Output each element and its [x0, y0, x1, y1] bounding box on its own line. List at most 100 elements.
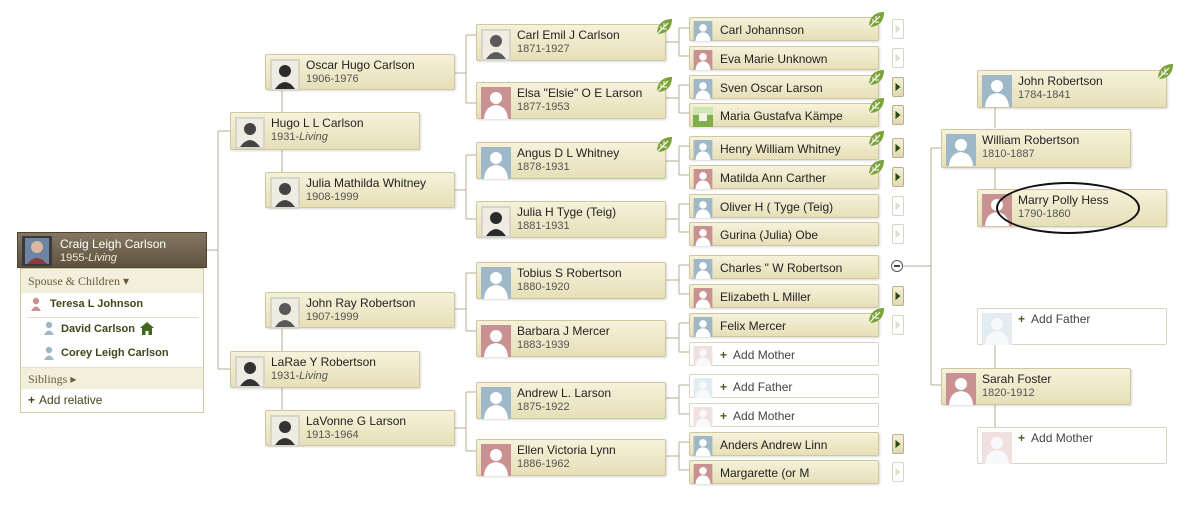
person-card-g3-15[interactable]: Anders Andrew Linn	[689, 432, 879, 456]
person-card-g3-16[interactable]: Margarette (or M	[689, 460, 879, 484]
spouse-children-toggle[interactable]: Spouse & Children ▾	[21, 269, 203, 293]
person-card-g3-11[interactable]: Felix Mercer	[689, 313, 879, 337]
female-silhouette-icon	[481, 87, 511, 119]
female-silhouette-icon	[946, 373, 976, 405]
expand-arrow-2[interactable]	[892, 48, 904, 68]
person-name: Julia H Tyge (Teig)	[517, 205, 617, 219]
hint-leaf-icon[interactable]	[867, 97, 885, 115]
expand-arrow-4[interactable]	[892, 105, 904, 125]
expand-arrow-1[interactable]	[892, 19, 904, 39]
expand-arrow-6[interactable]	[892, 167, 904, 187]
person-card-g3-3[interactable]: Sven Oscar Larson	[689, 75, 879, 99]
female-silhouette-icon	[693, 464, 713, 484]
person-card-gg-4[interactable]: Julia H Tyge (Teig)1881-1931	[476, 201, 666, 238]
add-mother-button[interactable]: +Add Mother	[689, 342, 879, 366]
plus-icon: +	[28, 393, 36, 407]
hint-leaf-icon[interactable]	[867, 130, 885, 148]
child-link-1[interactable]: David Carlson	[61, 323, 135, 335]
person-name: Julia Mathilda Whitney	[306, 176, 427, 190]
person-photo	[481, 206, 511, 238]
expand-arrow-5[interactable]	[892, 138, 904, 158]
expand-arrow-11[interactable]	[892, 315, 904, 335]
male-silhouette-icon	[693, 378, 713, 398]
female-silhouette-icon	[693, 288, 713, 308]
person-photo	[270, 415, 300, 447]
person-card-g3-8[interactable]: Gurina (Julia) Obe	[689, 222, 879, 246]
plus-icon: +	[1018, 431, 1026, 445]
expand-arrow-10[interactable]	[892, 286, 904, 306]
expand-arrow-15[interactable]	[892, 434, 904, 454]
person-card-g3-1[interactable]: Carl Johannson	[689, 17, 879, 41]
expand-arrow-16[interactable]	[892, 462, 904, 482]
plus-icon: +	[720, 348, 728, 362]
person-name: Sarah Foster	[982, 372, 1052, 386]
add-mother-button-right[interactable]: +Add Mother	[977, 427, 1167, 464]
siblings-toggle[interactable]: Siblings ▸	[21, 367, 203, 389]
add-father-button[interactable]: +Add Father	[689, 374, 879, 398]
hint-leaf-icon[interactable]	[655, 18, 673, 36]
hint-leaf-icon[interactable]	[1156, 63, 1174, 81]
person-card-g3-5[interactable]: Henry William Whitney	[689, 136, 879, 160]
person-dates: 1880-1920	[517, 281, 570, 293]
add-father-button-right[interactable]: +Add Father	[977, 308, 1167, 345]
add-mother-button-label: +Add Mother	[720, 348, 796, 362]
expand-arrow-3[interactable]	[892, 77, 904, 97]
person-name: Ellen Victoria Lynn	[517, 443, 616, 457]
person-dates: 1871-1927	[517, 43, 570, 55]
plus-icon: +	[720, 380, 728, 394]
hint-leaf-icon[interactable]	[655, 136, 673, 154]
person-name: Eva Marie Unknown	[720, 52, 828, 66]
person-dates: 1881-1931	[517, 220, 570, 232]
expand-arrow-7[interactable]	[892, 196, 904, 216]
person-name: Matilda Ann Carther	[720, 171, 827, 185]
male-silhouette-icon	[481, 387, 511, 419]
collapse-branch-icon[interactable]	[891, 260, 903, 272]
add-mother-button-label: +Add Mother	[720, 409, 796, 423]
child-link-2[interactable]: Corey Leigh Carlson	[61, 347, 169, 359]
person-name: Tobius S Robertson	[517, 266, 622, 280]
hint-leaf-icon[interactable]	[655, 76, 673, 94]
root-person-card[interactable]: Craig Leigh Carlson 1955-Living	[17, 232, 207, 268]
person-name: Carl Johannson	[720, 23, 805, 37]
male-silhouette-icon	[693, 79, 713, 99]
person-card-g3-2[interactable]: Eva Marie Unknown	[689, 46, 879, 70]
person-card-g3-4[interactable]: Maria Gustafva Kämpe	[689, 103, 879, 127]
male-silhouette-icon	[693, 140, 713, 160]
female-silhouette-icon	[693, 50, 713, 70]
person-card-g3-6[interactable]: Matilda Ann Carther	[689, 165, 879, 189]
person-name: LaRae Y Robertson	[271, 355, 376, 369]
expand-arrow-8[interactable]	[892, 224, 904, 244]
add-relative-link[interactable]: +Add relative	[28, 393, 103, 407]
hint-leaf-icon[interactable]	[867, 69, 885, 87]
hint-leaf-icon[interactable]	[867, 159, 885, 177]
hint-leaf-icon[interactable]	[867, 11, 885, 29]
person-dates: 1908-1999	[306, 191, 359, 203]
male-silhouette-icon	[693, 259, 713, 279]
person-name: Barbara J Mercer	[517, 324, 610, 338]
person-card-g3-10[interactable]: Elizabeth L Miller	[689, 284, 879, 308]
hint-leaf-icon[interactable]	[867, 307, 885, 325]
person-card-g3-9[interactable]: Charles " W Robertson	[689, 255, 879, 279]
add-mother-button[interactable]: +Add Mother	[689, 403, 879, 427]
person-card-g3-7[interactable]: Oliver H ( Tyge (Teig)	[689, 194, 879, 218]
person-name: Charles " W Robertson	[720, 261, 843, 275]
add-father-button-right-label: +Add Father	[1018, 312, 1091, 326]
spouse-link[interactable]: Teresa L Johnson	[50, 298, 144, 310]
